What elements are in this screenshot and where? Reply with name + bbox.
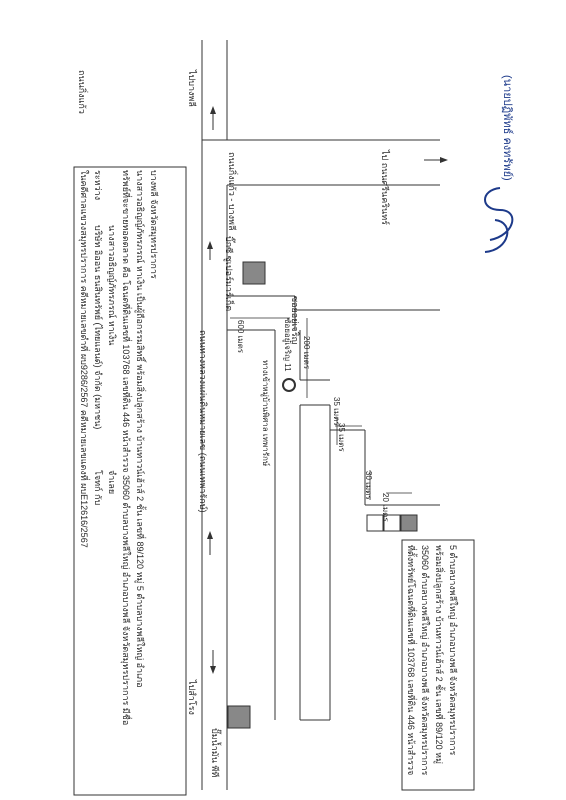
dist-600-label: 600 เมตร <box>236 320 245 354</box>
ptt-label: ปั๊มน้ำมัน พีที <box>210 728 220 778</box>
signature-name: (นายปฏิพัทธ์ คงทรัพย์) <box>501 75 513 181</box>
dist-35a-label: 35 เมตร <box>332 397 341 426</box>
dist-35b-label: 35 เมตร <box>337 423 346 452</box>
soi-road-top-label: ถนนกิ่งแก้ว <box>77 70 87 114</box>
location-note-line-2: 35060 ตำบลบางพลีใหญ่ อำเภอบางพลี จังหวัด… <box>420 545 430 776</box>
header-defendant: นางสาวอธิญญ์ภัทรภรณ์ หาเงิน <box>107 225 117 346</box>
header-property-line: ทรัพย์ที่จะขายทอดตลาด คือ โฉนดที่ดินเลขท… <box>121 170 131 726</box>
header-plaintiff: บริษัท อิออน ธนสินทรัพย์ (ไทยแลนด์) จำกั… <box>93 225 103 430</box>
location-note-line-1: ที่ตั้งทรัพย์โฉนดที่ดินเลขที่ 103768 เลข… <box>406 545 416 776</box>
header-plaintiff-label: ระหว่าง <box>93 170 103 201</box>
main-road-label: ถนนทางหลวงแผ่นดินหมายเลข (ถนนเทพารักษ์) <box>198 330 208 513</box>
roundabout-icon <box>282 378 296 392</box>
location-note-line-3: พร้อมสิ่งปลูกสร้าง บ้านทาวน์เฮ้าส์ 2 ชั้… <box>434 545 444 765</box>
bigc-label: บิ๊กซี ซูเปอร์มาร์เก็ต <box>224 236 234 312</box>
header-district-line: บางพลี จังหวัดสมุทรปราการ <box>149 170 159 279</box>
arrow-left-icon <box>207 241 213 260</box>
signature-mark <box>484 187 514 253</box>
header-case-line: ในคดีศาลแขวงสมุทรปราการ คดีหมายเลขดำที่ … <box>79 170 89 548</box>
plot-box-2 <box>383 514 401 532</box>
village-label: ทางเข้าหมู่บ้านพิศาล เทพารักษ์ <box>261 360 270 467</box>
arrow-down-icon <box>210 650 216 674</box>
header-plaintiff-role: โจทก์ กับ <box>93 470 103 506</box>
arrow-left-icon <box>207 531 213 555</box>
header-frame <box>73 166 187 796</box>
location-note-frame <box>401 539 475 791</box>
dir-bangphli-label: ไปบางพลี <box>187 70 197 107</box>
cross-road-label: ถนนกิ่งแก้ว - บางพลี <box>227 152 237 231</box>
location-note-line-4: 5 ตำบลบางพลีใหญ่ อำเภอบางพลี จังหวัดสมุท… <box>448 545 458 756</box>
header-defendant-role: จำเลย <box>107 470 117 495</box>
target-plot-marker <box>400 514 418 532</box>
dist-20-label: 20 เมตร <box>381 493 390 522</box>
cross-road-dir-label: ไป ถนนศรีนครินทร์ <box>380 150 390 225</box>
header-owner-line: นางสาวอธิญญ์ภัทรภรณ์ หาเงิน เป็นผู้ถือกร… <box>135 170 145 688</box>
ptt-marker <box>227 705 251 729</box>
bigc-marker <box>242 261 266 285</box>
dist-30-label: 30 เมตร <box>364 471 373 500</box>
plot-box-1 <box>366 514 384 532</box>
arrow-up-icon <box>210 106 216 130</box>
dir-samrong-label: ไปสำโรง <box>187 680 197 715</box>
dist-200-label: 200 เมตร <box>302 336 311 370</box>
arrow-right-icon <box>424 157 448 163</box>
soi-post-label: ซอยอยู่เจริญ 11 <box>283 318 292 372</box>
